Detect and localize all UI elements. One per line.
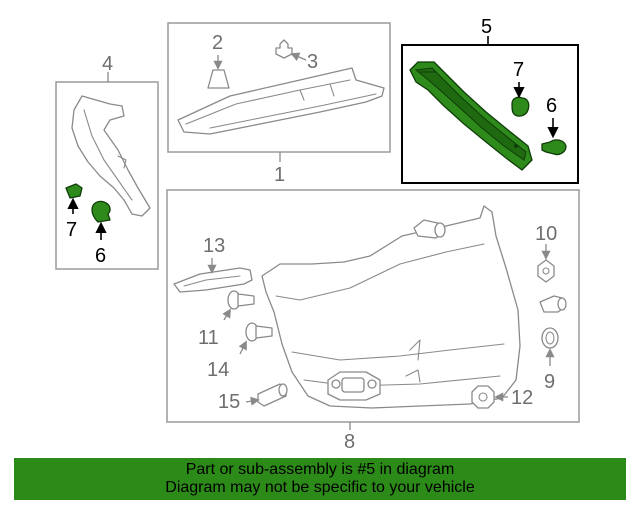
banner-line-1: Part or sub-assembly is #5 in diagram [185, 461, 455, 478]
part-14-bolt [238, 322, 273, 355]
part-4-pillar-trim [71, 95, 151, 217]
callout-1: 1 [274, 164, 285, 186]
callout-10: 10 [535, 223, 557, 245]
callout-8: 8 [344, 431, 355, 453]
part-5-garnish-trim [409, 61, 533, 171]
callout-6-left: 6 [95, 245, 106, 267]
box-upper-trim-panel: 2 3 1 [167, 22, 391, 186]
callout-11: 11 [198, 327, 219, 349]
part-9-grommet [541, 327, 559, 366]
callout-15: 15 [218, 391, 240, 413]
part-1-trim-panel [177, 67, 385, 135]
info-banner: Part or sub-assembly is #5 in diagram Di… [14, 458, 626, 500]
box-liftgate-trim: 8 13 [166, 189, 580, 453]
part-6-clip-right [541, 118, 567, 156]
callout-12: 12 [511, 387, 533, 409]
box-pillar-trim: 4 7 6 [55, 53, 159, 270]
callout-2: 2 [212, 32, 223, 54]
part-10-clip [537, 244, 555, 283]
part-15-plug [245, 383, 288, 407]
part-11-bolt [222, 290, 255, 321]
callout-9: 9 [544, 371, 555, 393]
callout-3: 3 [307, 51, 318, 73]
part-7-clip-right [511, 82, 530, 117]
part-6-clip-left [91, 200, 111, 240]
callout-4: 4 [102, 53, 113, 75]
part-side-plug [539, 295, 567, 313]
part-upper-pin [413, 219, 446, 239]
part-12-nut [471, 385, 508, 409]
part-8-liftgate-trim-panel [261, 205, 521, 409]
part-13-pull-handle [173, 258, 253, 293]
callout-14: 14 [207, 359, 229, 381]
banner-line-2: Diagram may not be specific to your vehi… [165, 479, 475, 496]
parts-diagram: 2 3 1 4 7 [55, 16, 580, 453]
part-3-fastener [275, 39, 307, 62]
box-highlighted-part-5: 5 7 6 [401, 16, 579, 184]
part-8-handle-cup [327, 371, 381, 401]
part-2-clip [207, 55, 230, 89]
callout-5: 5 [481, 16, 492, 38]
callout-7-right: 7 [513, 59, 524, 81]
callout-6-right: 6 [546, 95, 557, 117]
part-7-clip-left [65, 183, 83, 214]
callout-13: 13 [203, 235, 225, 257]
callout-7-left: 7 [66, 219, 77, 241]
